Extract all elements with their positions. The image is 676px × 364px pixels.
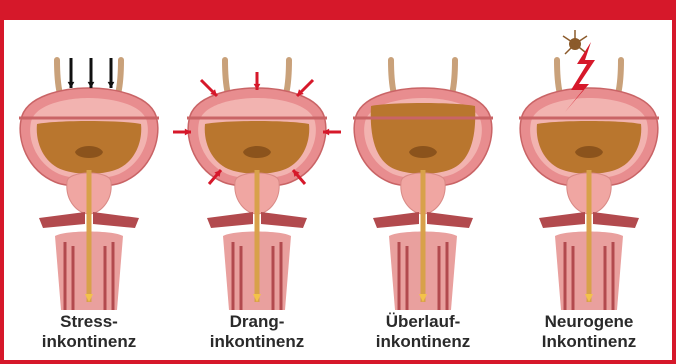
panel-stress: Stress- inkontinenz <box>5 20 173 364</box>
pelvic-floor-left <box>39 212 85 228</box>
panel-drang: Drang- inkontinenz <box>173 20 341 364</box>
caption-stress: Stress- inkontinenz <box>5 312 173 352</box>
pelvic-floor-left <box>539 212 585 228</box>
pressure-arrow-icon <box>297 80 313 96</box>
pelvic-floor-left <box>207 212 253 228</box>
pelvic-floor-right <box>593 212 639 228</box>
caption-drang: Drang- inkontinenz <box>173 312 341 352</box>
down-arrow-icon <box>68 58 75 88</box>
pelvic-floor-right <box>261 212 307 228</box>
bladder-illustration <box>173 20 341 310</box>
bladder-group <box>19 60 159 310</box>
bladder-illustration <box>339 20 507 310</box>
caption-line1: Drang- <box>173 312 341 332</box>
bladder-group <box>187 60 327 310</box>
neuron-icon <box>563 30 587 54</box>
pelvic-floor-left <box>373 212 419 228</box>
pressure-arrow-icon <box>201 80 217 96</box>
down-arrow-icon <box>88 58 95 88</box>
caption-ueberlauf: Überlauf- inkontinenz <box>339 312 507 352</box>
bladder-group <box>519 60 659 310</box>
caption-line1: Neurogene <box>505 312 673 332</box>
caption-line2: inkontinenz <box>5 332 173 352</box>
down-arrow-icon <box>108 58 115 88</box>
bladder-illustration <box>505 20 673 310</box>
panel-neurogen: Neurogene Inkontinenz <box>505 20 673 364</box>
caption-line2: inkontinenz <box>173 332 341 352</box>
caption-neurogen: Neurogene Inkontinenz <box>505 312 673 352</box>
bladder-illustration <box>5 20 173 310</box>
caption-line1: Stress- <box>5 312 173 332</box>
urine-fill <box>371 103 476 174</box>
pelvic-floor-right <box>427 212 473 228</box>
caption-line2: Inkontinenz <box>505 332 673 352</box>
caption-line1: Überlauf- <box>339 312 507 332</box>
panel-ueberlauf: Überlauf- inkontinenz <box>339 20 507 364</box>
pelvic-floor-right <box>93 212 139 228</box>
caption-line2: inkontinenz <box>339 332 507 352</box>
bladder-group <box>353 60 493 310</box>
